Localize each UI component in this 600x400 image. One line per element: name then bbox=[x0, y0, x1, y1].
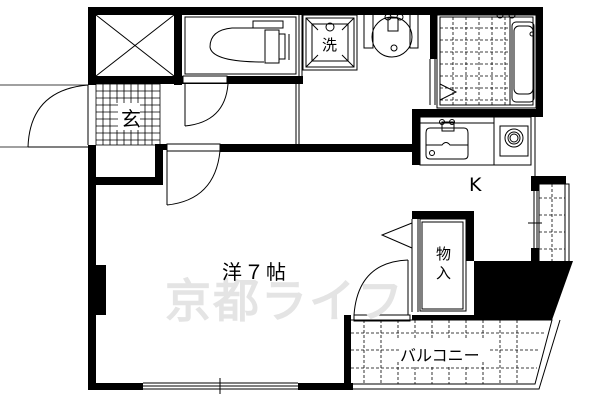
label-washer: 洗 bbox=[322, 36, 338, 54]
label-western-room: 洋７帖 bbox=[222, 260, 288, 284]
storage-closet bbox=[380, 218, 467, 312]
washbasin bbox=[363, 13, 419, 58]
kitchen-sink bbox=[425, 119, 469, 160]
kitchen-counter bbox=[419, 116, 536, 176]
label-storage-2: 入 bbox=[436, 264, 452, 282]
balcony-door bbox=[353, 259, 411, 322]
label-storage-1: 物 bbox=[436, 245, 452, 263]
bathtub bbox=[496, 11, 535, 103]
stove bbox=[499, 125, 529, 157]
shoe-storage bbox=[95, 14, 175, 77]
balcony bbox=[351, 319, 561, 390]
kitchen-window bbox=[528, 183, 570, 263]
genkan-tiles bbox=[95, 83, 161, 146]
room-door bbox=[166, 143, 221, 206]
watermark: 京都ライフ bbox=[165, 274, 405, 328]
entrance-door bbox=[0, 84, 89, 148]
toilet-door bbox=[182, 75, 300, 145]
label-genkan: 玄 bbox=[121, 107, 141, 131]
washroom-door bbox=[429, 59, 436, 105]
bathroom bbox=[436, 14, 537, 109]
toilet bbox=[184, 16, 297, 75]
bottom-window bbox=[143, 378, 298, 394]
label-balcony: バルコニー bbox=[399, 342, 481, 366]
label-kitchen: K bbox=[469, 174, 482, 196]
washing-machine-pan bbox=[302, 14, 358, 71]
